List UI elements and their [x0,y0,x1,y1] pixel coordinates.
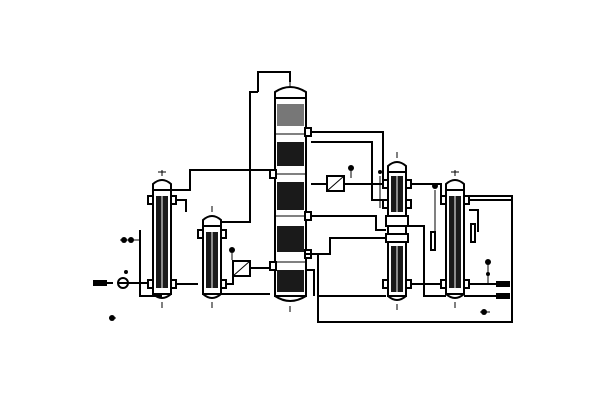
column-top-head [274,86,307,98]
packing-section-5 [277,270,304,292]
packing-section-4 [277,226,304,252]
overhead-vapour-line [257,71,291,92]
left-heat-exchanger-1 [147,170,177,308]
packing-section-1 [277,104,304,126]
left-heat-exchanger-2 [197,206,227,308]
right-outlet-arrows [496,281,510,299]
column-bottom-head [274,295,307,302]
right-stacked-exchanger [382,152,412,310]
right-outlet-upper [496,281,510,287]
piping [122,91,513,323]
main-distillation-column [269,86,312,312]
far-right-heat-exchanger [430,170,476,308]
packing-section-3 [277,182,304,210]
feed-pump [109,237,135,321]
packing-section-2 [277,142,304,166]
exchanger-box-upper [326,165,354,192]
exchanger-box-lower [229,247,251,277]
left-inlet-arrow [93,280,113,286]
right-outlet-lower [496,293,510,299]
